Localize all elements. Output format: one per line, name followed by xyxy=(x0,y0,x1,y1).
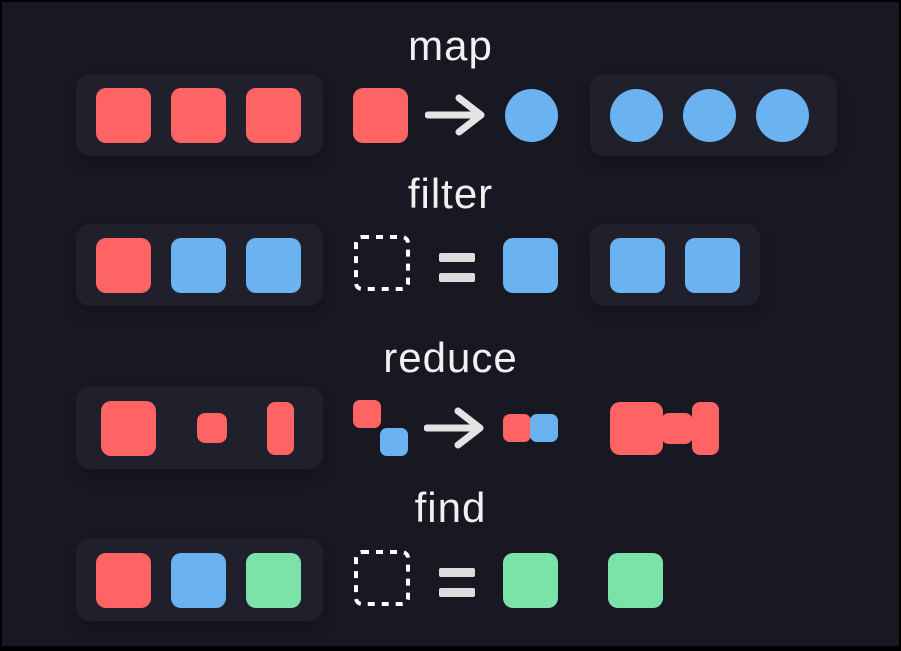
merged-shape-part xyxy=(661,412,693,444)
blue-square xyxy=(530,414,558,442)
merged-shape-part xyxy=(692,401,719,455)
operation-right-slot xyxy=(505,88,558,142)
filter-input-zone xyxy=(76,224,323,306)
red-square xyxy=(96,552,151,608)
green-square xyxy=(246,552,301,608)
red-square xyxy=(171,87,226,143)
output-array-panel xyxy=(590,74,837,156)
blue-square xyxy=(380,428,408,456)
blue-circle xyxy=(610,88,663,142)
operation-left-slot xyxy=(353,234,411,297)
row-title-find: find xyxy=(414,484,487,531)
row-filter: filter xyxy=(2,170,899,306)
output-array-panel xyxy=(590,224,760,306)
arrow-icon xyxy=(423,407,483,449)
input-array-panel xyxy=(76,539,323,621)
row-body-map xyxy=(2,74,899,156)
arrow-icon xyxy=(424,94,484,136)
row-map: map xyxy=(2,22,899,156)
row-title-reduce: reduce xyxy=(383,334,518,381)
blue-square xyxy=(171,237,226,293)
input-array-panel xyxy=(76,387,323,469)
red-square xyxy=(503,414,531,442)
blue-circle xyxy=(683,88,736,142)
reduce-operation xyxy=(353,387,558,469)
red-square xyxy=(101,400,156,456)
row-body-filter xyxy=(2,224,899,306)
reduce-input-zone xyxy=(76,387,323,469)
merged-shape-part xyxy=(610,401,663,455)
red-square xyxy=(196,413,227,443)
blue-square xyxy=(610,237,665,293)
operation-right-slot xyxy=(503,237,558,293)
red-square xyxy=(246,87,301,143)
operation-left-slot xyxy=(353,400,408,456)
operation-left-slot xyxy=(353,87,408,143)
blue-circle xyxy=(756,88,809,142)
row-title-filter: filter xyxy=(407,170,494,217)
red-square xyxy=(353,87,408,143)
find-output-zone xyxy=(590,539,837,621)
dashed-placeholder-square xyxy=(354,549,410,606)
input-array-panel xyxy=(76,74,323,156)
red-square xyxy=(96,87,151,143)
row-find: find xyxy=(2,484,899,621)
green-square xyxy=(503,552,558,608)
map-input-zone xyxy=(76,74,323,156)
blue-square xyxy=(503,237,558,293)
map-output-zone xyxy=(590,74,837,156)
row-body-find xyxy=(2,539,899,621)
row-title-map: map xyxy=(408,22,493,69)
find-operation xyxy=(353,539,558,621)
operation-left-slot xyxy=(353,549,411,612)
equals-icon xyxy=(439,252,475,282)
find-input-zone xyxy=(76,539,323,621)
reduce-output-zone xyxy=(590,387,837,469)
input-array-panel xyxy=(76,224,323,306)
blue-circle xyxy=(505,88,558,142)
dashed-placeholder-square xyxy=(354,234,410,291)
filter-operation xyxy=(353,224,558,306)
equals-icon xyxy=(439,567,475,597)
green-square xyxy=(608,552,663,608)
reduced-merged-shape xyxy=(610,401,719,455)
red-square xyxy=(353,400,381,428)
map-operation xyxy=(353,74,558,156)
red-square xyxy=(96,237,151,293)
blue-square xyxy=(685,237,740,293)
row-reduce: reduce xyxy=(2,334,899,469)
operation-right-slot xyxy=(503,414,558,442)
red-tall-rectangle xyxy=(267,401,294,455)
blue-square xyxy=(171,552,226,608)
blue-square xyxy=(246,237,301,293)
operation-right-slot xyxy=(503,552,558,608)
row-body-reduce xyxy=(2,387,899,469)
filter-output-zone xyxy=(590,224,837,306)
